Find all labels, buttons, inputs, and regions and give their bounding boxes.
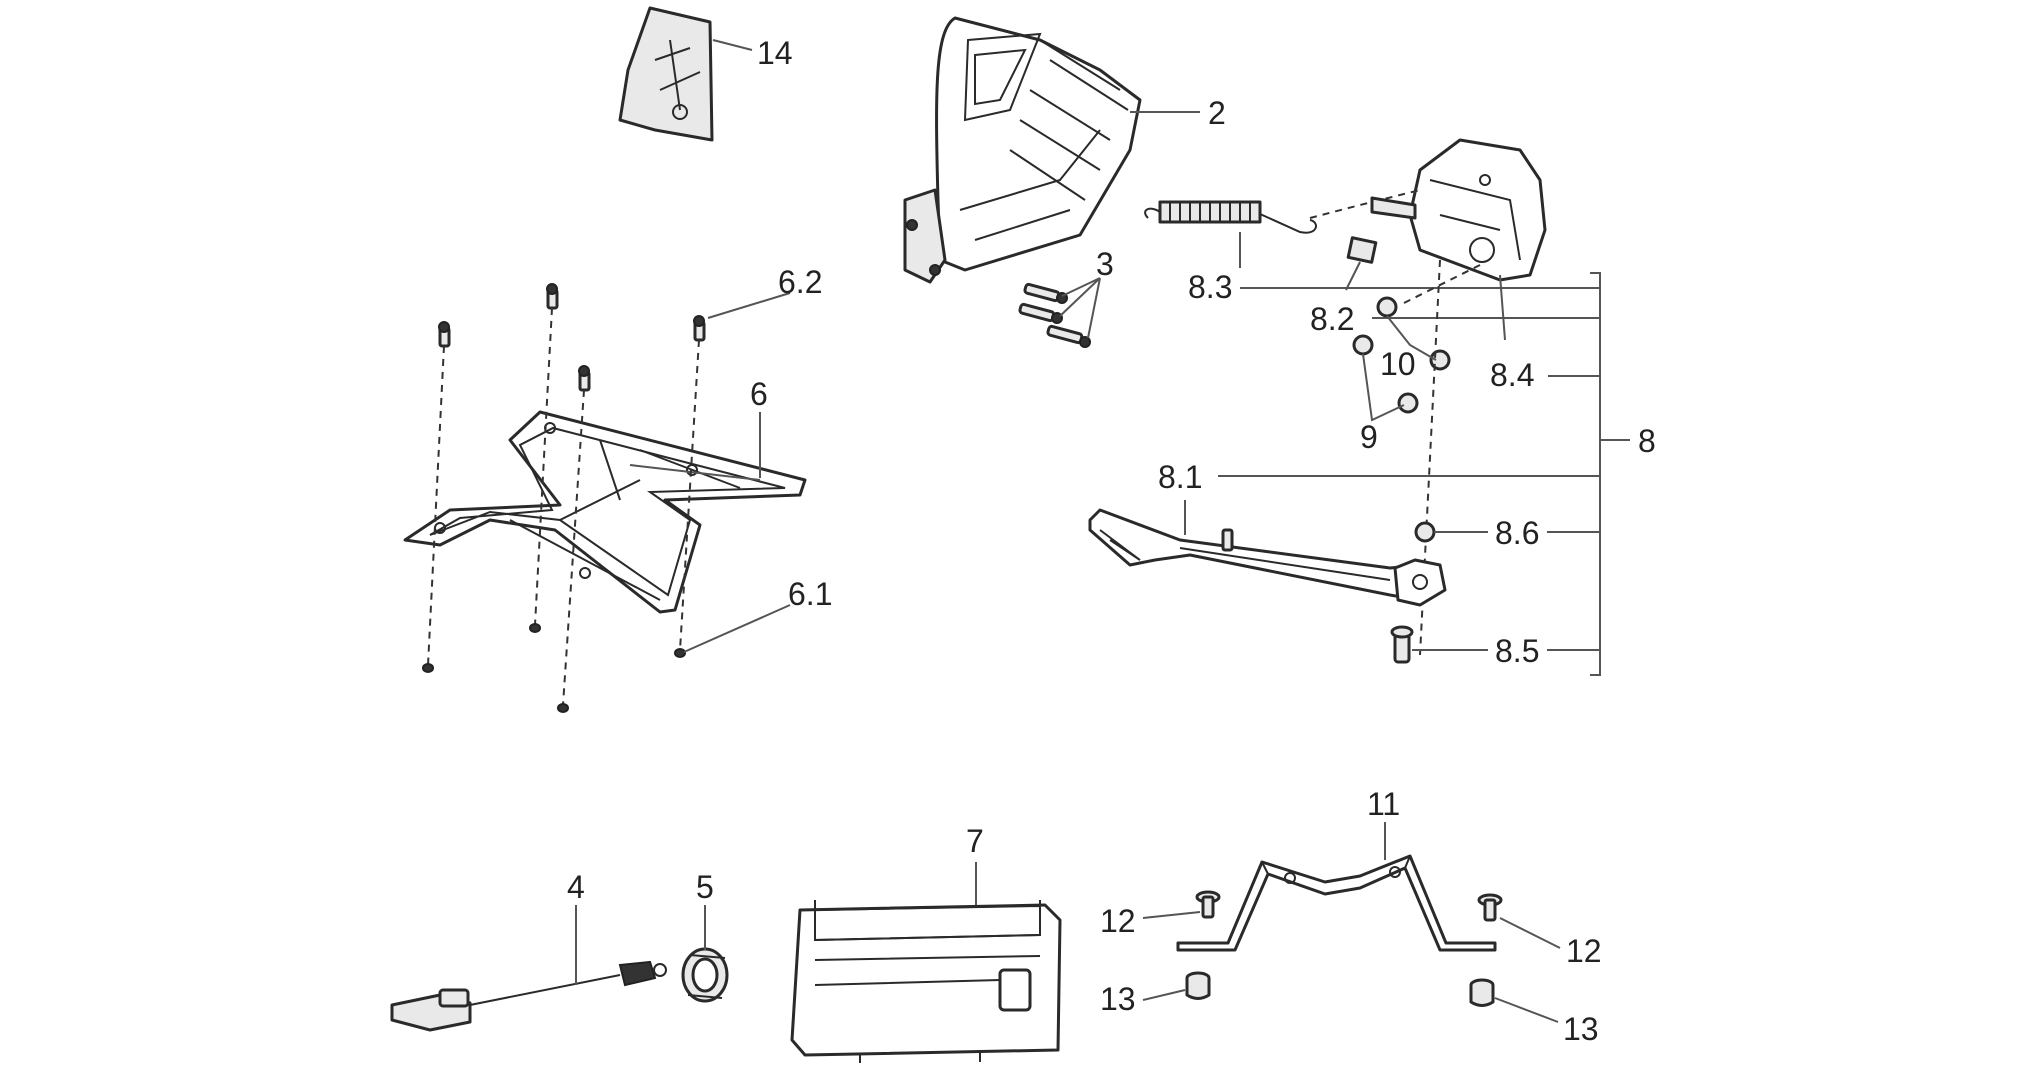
part-12-screw-right xyxy=(1477,893,1503,922)
callout-4: 4 xyxy=(567,869,585,905)
callout-8-6: 8.6 xyxy=(1495,515,1539,551)
callout-12-right: 12 xyxy=(1566,933,1602,969)
callout-6-1: 6.1 xyxy=(788,576,832,612)
callout-6: 6 xyxy=(750,376,768,412)
part-14-tool-bag xyxy=(618,6,714,142)
part-8-1-stand-leg xyxy=(1088,508,1447,607)
callout-12-left: 12 xyxy=(1100,903,1136,939)
callout-8: 8 xyxy=(1638,423,1656,459)
callout-11: 11 xyxy=(1367,786,1400,822)
part-8-6-nut xyxy=(1414,521,1436,543)
part-3-bolts xyxy=(1018,282,1091,348)
callout-14: 14 xyxy=(757,35,793,71)
part-9-bolt xyxy=(1352,334,1419,414)
callout-8-2: 8.2 xyxy=(1310,301,1354,337)
part-5-grommet xyxy=(681,947,729,1003)
callout-8-1: 8.1 xyxy=(1158,459,1202,495)
part-6-2-screws xyxy=(438,283,706,392)
callout-6-2: 6.2 xyxy=(778,264,822,300)
part-13-grommet-right xyxy=(1469,978,1495,1007)
part-6-floor-panel xyxy=(403,410,807,614)
bracket-8-group xyxy=(1590,272,1630,676)
callout-10: 10 xyxy=(1380,346,1416,382)
callout-8-5: 8.5 xyxy=(1495,633,1539,669)
part-6-1-clips xyxy=(422,623,686,713)
part-8-5-pivot-bolt xyxy=(1390,625,1414,664)
callout-7: 7 xyxy=(966,823,984,859)
callout-13-right: 13 xyxy=(1563,1011,1599,1047)
fastener-dashed-lines xyxy=(427,307,700,706)
callout-8-4: 8.4 xyxy=(1490,357,1534,393)
callout-13-left: 13 xyxy=(1100,981,1136,1017)
part-4-cable xyxy=(390,960,667,1032)
callout-8-3: 8.3 xyxy=(1188,269,1232,305)
part-13-grommet-left xyxy=(1185,971,1211,1000)
part-11-bracket xyxy=(1176,854,1497,952)
part-2-rear-carrier xyxy=(903,16,1142,284)
callout-3: 3 xyxy=(1096,246,1114,282)
part-8-3-spring xyxy=(1144,189,1421,234)
callout-5: 5 xyxy=(696,869,714,905)
part-7-battery-box xyxy=(790,900,1062,1064)
part-12-screw-left xyxy=(1195,890,1221,919)
part-8-4-bracket xyxy=(1408,138,1547,282)
part-8-2-pad xyxy=(1346,236,1378,264)
callout-9: 9 xyxy=(1360,419,1378,455)
callout-2: 2 xyxy=(1208,95,1226,131)
